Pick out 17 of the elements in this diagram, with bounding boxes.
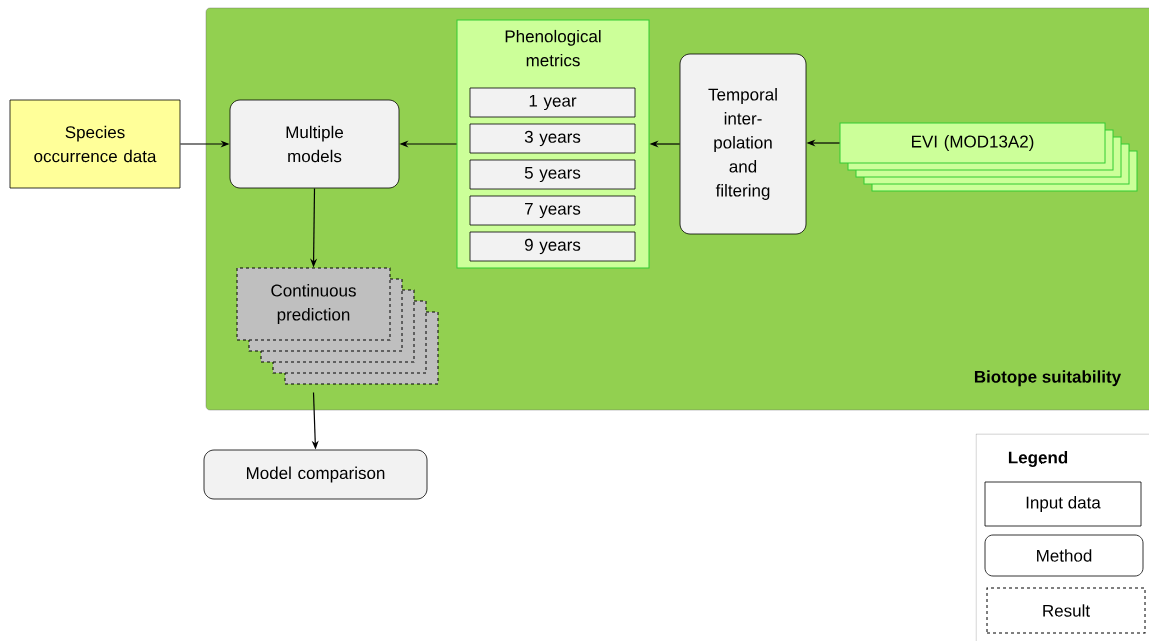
- period-box: 3 years: [469, 123, 636, 154]
- node-label: Continuous: [271, 284, 356, 297]
- period-box: 5 years: [469, 159, 636, 190]
- input-box: Species occurrence data: [9, 99, 181, 189]
- node-label: EVI (MOD13A2): [912, 135, 1034, 151]
- period-box: 9 years: [469, 231, 636, 262]
- legend-item: Result: [986, 587, 1146, 634]
- legend-item: Input data: [984, 481, 1142, 527]
- result-stack: Continuous prediction: [236, 267, 439, 385]
- period-box: 1 year: [469, 87, 636, 118]
- data-stack: EVI (MOD13A2): [839, 122, 1138, 192]
- method-box: Temporal inter-polation and filtering: [679, 53, 807, 235]
- method-box: Multiple models: [229, 99, 400, 189]
- method-box: Model comparison: [203, 449, 428, 500]
- legend-item: Method: [984, 534, 1144, 577]
- legend-title: Legend: [1008, 451, 1068, 467]
- period-box: 7 years: [469, 195, 636, 226]
